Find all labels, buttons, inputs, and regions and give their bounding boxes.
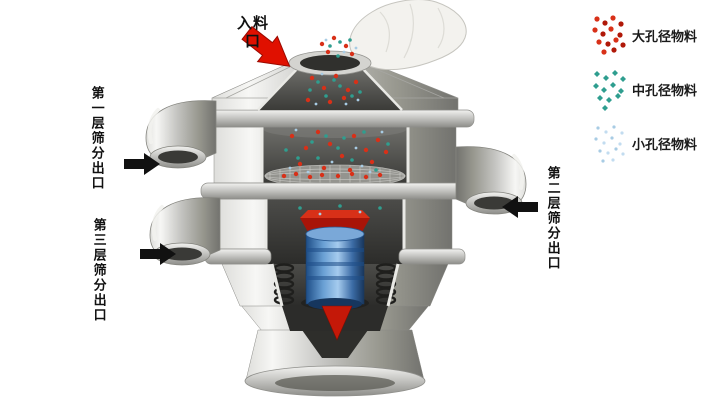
outlet-layer2-label: 第二层筛分出口 <box>544 166 560 271</box>
legend-dots-small-icon <box>594 125 625 163</box>
feed-bag <box>349 0 467 71</box>
vibration-motor <box>301 226 369 310</box>
top-cover <box>211 61 459 111</box>
motor-lower-weight <box>321 305 353 341</box>
outlet-layer3-label: 第三层筛分出口 <box>90 218 106 323</box>
legend-label-small: 小孔径物料 <box>632 137 698 153</box>
inlet-label: 入料口 <box>236 14 269 50</box>
legend-item-large: 大孔径物料 <box>590 8 718 62</box>
flange-rings <box>195 109 475 265</box>
legend-item-small: 小孔径物料 <box>590 116 718 170</box>
legend-label-large: 大孔径物料 <box>632 29 698 45</box>
legend-dots-large-icon <box>592 15 626 55</box>
legend-label-medium: 中孔径物料 <box>632 83 698 99</box>
legend: 大孔径物料 中孔径物料 小孔径物料 <box>590 8 718 170</box>
inlet-arrow-icon <box>241 25 291 67</box>
outlet-spout-layer1 <box>144 98 218 170</box>
outlet-layer1-label: 第一层筛分出口 <box>88 86 104 191</box>
base-pedestal <box>239 303 431 397</box>
inlet-port <box>288 50 372 76</box>
legend-dots-medium-icon <box>593 70 626 111</box>
material-particles <box>281 35 390 217</box>
suspension-springs <box>273 263 397 305</box>
legend-item-medium: 中孔径物料 <box>590 62 718 116</box>
